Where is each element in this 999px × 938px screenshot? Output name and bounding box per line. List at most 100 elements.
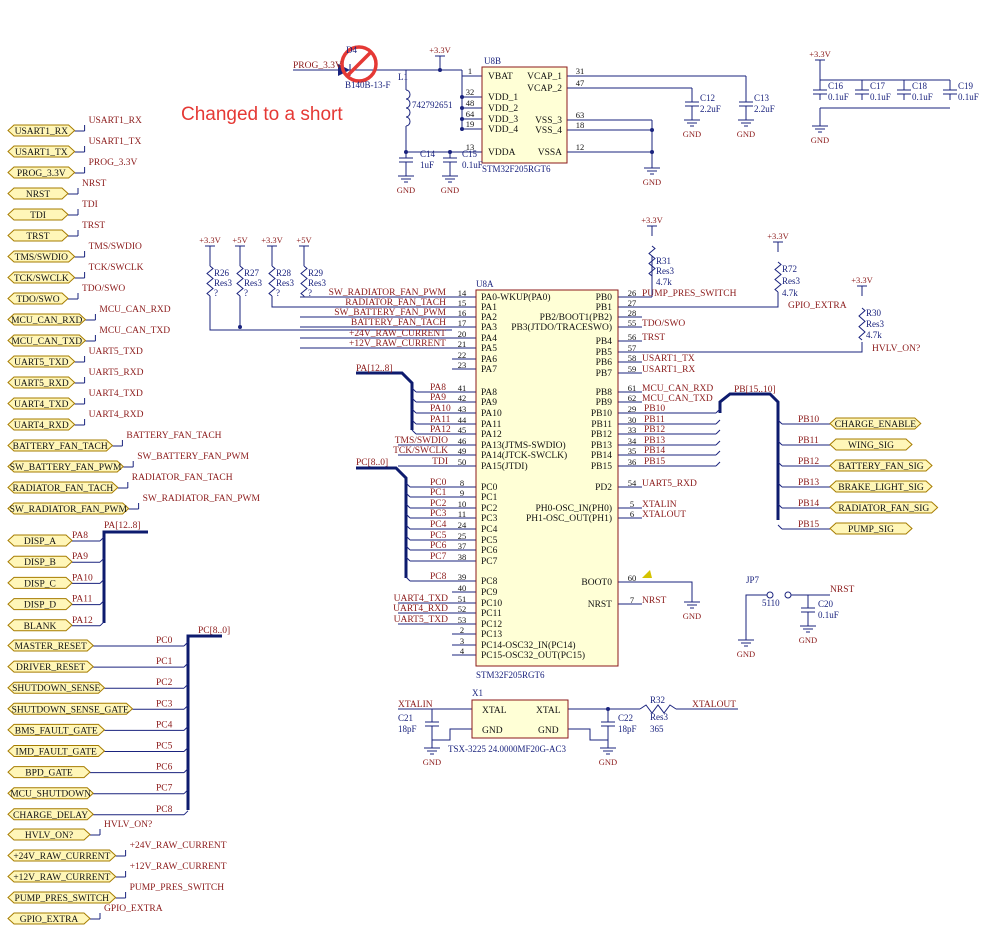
port-shape	[7, 828, 91, 841]
cap-value: 2.2uF	[700, 104, 721, 114]
port-net: SW_RADIATOR_FAN_PWM	[143, 494, 261, 504]
x1-body	[471, 699, 569, 739]
pin-name: PB0	[596, 293, 613, 303]
cap-value: 18pF	[618, 724, 637, 734]
bus-entry	[183, 662, 189, 668]
port-label: TRST	[26, 232, 49, 242]
bus-pc	[186, 634, 222, 810]
pin-name: VDD_4	[488, 125, 518, 135]
bus-net: PB11	[644, 415, 665, 425]
power-label: +3.3V	[851, 275, 873, 285]
pin-name: PB2/BOOT1(PB2)	[540, 312, 612, 323]
x1-pin: XTAL	[482, 706, 507, 716]
pin-name: VDD_3	[488, 115, 518, 125]
pin-name: PB13	[591, 441, 612, 451]
port-label: SHUTDOWN_SENSE	[12, 684, 100, 694]
bus-pb	[718, 392, 780, 520]
res-ref: R27	[244, 268, 260, 278]
pin-num: 36	[628, 457, 637, 467]
res-tol: ?	[214, 288, 218, 298]
bus-entry	[405, 503, 411, 509]
pin-num: 21	[458, 339, 467, 349]
pin-name: PA8	[481, 388, 497, 398]
cap-value: 0.1uF	[818, 610, 839, 620]
pin-name: PA12	[481, 430, 502, 440]
pin-name: PA3	[481, 323, 497, 333]
cap-value: 2.2uF	[754, 104, 775, 114]
pin-num: 54	[628, 478, 637, 488]
pin-name: PC0	[481, 483, 498, 493]
cap-value: 0.1uF	[912, 92, 933, 102]
resistor-body	[268, 265, 276, 297]
pin-name: PB5	[596, 348, 613, 358]
bus-net: PC1	[156, 657, 173, 667]
junction-dot	[448, 150, 452, 154]
wires	[68, 55, 957, 920]
pin-net: +24V_RAW_CURRENT	[349, 329, 446, 339]
port-label: PUMP_SIG	[848, 525, 894, 535]
pin-name: VDD_2	[488, 104, 518, 114]
pin-num: 41	[458, 383, 467, 393]
pin-name: PA14(JTCK-SWCLK)	[481, 450, 567, 461]
bus-pa-mcu	[356, 371, 414, 430]
pin-name: PC10	[481, 599, 502, 609]
port-label: NRST	[26, 190, 50, 200]
cap-ref: C14	[420, 149, 436, 159]
pin-num: 13	[466, 142, 475, 152]
bus-net: PC2	[156, 678, 173, 688]
res-tol: 4.7k	[656, 277, 672, 287]
port-shape	[7, 534, 73, 547]
bus-name: PC[8..0]	[356, 458, 388, 468]
port-shape	[7, 912, 91, 925]
port-shape	[7, 745, 106, 757]
pin-name: PA4	[481, 334, 497, 344]
port-net: RADIATOR_FAN_TACH	[132, 473, 233, 483]
bus-name: PC[8..0]	[198, 626, 230, 636]
pin-name: PB1	[596, 303, 613, 313]
pin-num: 6	[630, 509, 634, 519]
port-label: WING_SIG	[848, 441, 894, 451]
bus-entry	[183, 683, 189, 689]
pin-net: USART1_RX	[642, 365, 695, 375]
pin-name: PA15(JTDI)	[481, 461, 528, 472]
bus-net: PA9	[72, 552, 88, 562]
pin-num: 18	[576, 120, 585, 130]
port-label: UART5_TXD	[14, 358, 68, 368]
port-label: DRIVER_RESET	[16, 663, 85, 673]
pin-num: 38	[458, 552, 467, 562]
pin-name: PB8	[596, 388, 613, 398]
res-tol: ?	[308, 288, 312, 298]
pin-num: 52	[458, 604, 467, 614]
pin-num: 27	[628, 298, 637, 308]
gnd-label: GND	[737, 129, 755, 139]
res-value: Res3	[244, 278, 263, 288]
pin-name: VCAP_1	[527, 72, 562, 82]
port-label: PUMP_PRES_SWITCH	[15, 894, 110, 904]
bus-name: PB[15..10]	[734, 385, 776, 395]
res-value: Res3	[866, 319, 885, 329]
pin-name: PC1	[481, 493, 498, 503]
x1-ref: X1	[472, 688, 483, 698]
port-shape	[7, 870, 117, 883]
pin-num: 47	[576, 78, 585, 88]
bus-net: PA12	[430, 425, 451, 435]
cap-ref: C15	[462, 149, 478, 159]
resistor-body	[300, 265, 308, 297]
pin-name: PC4	[481, 525, 498, 535]
pin-net: BATTERY_FAN_TACH	[351, 318, 446, 328]
pin-name: VSSA	[538, 148, 562, 158]
port-label: UART4_TXD	[14, 400, 68, 410]
pin-name: PC14-OSC32_IN(PC14)	[481, 640, 576, 651]
port-shape	[7, 292, 69, 305]
pin-num: 42	[458, 393, 467, 403]
pin-num: 40	[458, 583, 467, 593]
bus-net: PC2	[430, 499, 447, 509]
bus-net: PC1	[430, 488, 447, 498]
bus-entry	[183, 726, 189, 731]
resistor-body	[206, 265, 214, 297]
gpio-extra-net: GPIO_EXTRA	[788, 301, 847, 311]
port-net: GPIO_EXTRA	[104, 904, 163, 914]
pin-num: 60	[628, 573, 637, 583]
pin-name: PB4	[596, 337, 613, 347]
pin-net: PUMP_PRES_SWITCH	[642, 289, 737, 299]
